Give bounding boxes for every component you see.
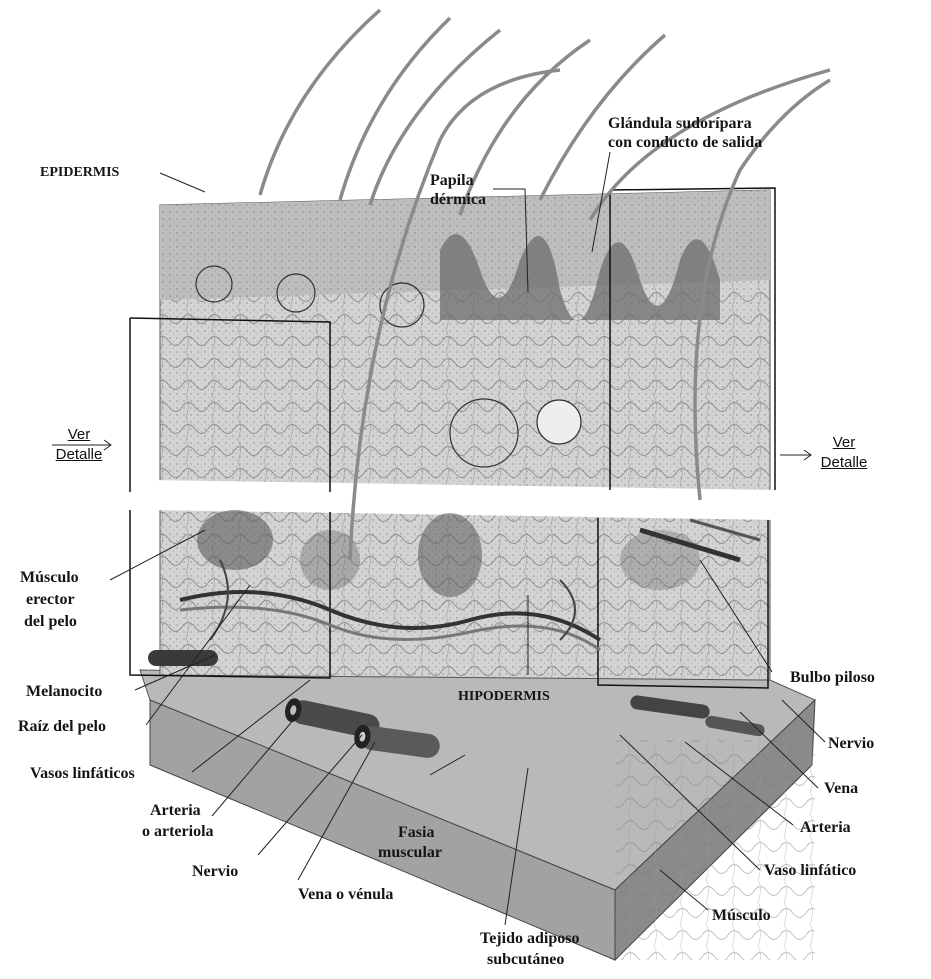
label-papila-line1: Papila	[430, 171, 474, 190]
label-fasia-line1: Fasia	[398, 823, 434, 842]
ver-detalle-right-line1[interactable]: Ver	[816, 434, 872, 452]
label-arteria-arteriola-line1: Arteria	[150, 801, 201, 820]
label-glandula-line2: con conducto de salida	[608, 133, 762, 152]
label-tejido-line2: subcutáneo	[487, 950, 564, 969]
ver-detalle-left-line1[interactable]: Ver	[52, 426, 106, 444]
skin-block	[130, 188, 780, 759]
label-arteria-arteriola-line2: o arteriola	[142, 822, 214, 841]
label-melanocito: Melanocito	[26, 682, 102, 701]
label-vasos-linfaticos: Vasos linfáticos	[30, 764, 135, 783]
label-vena: Vena	[824, 779, 858, 798]
label-nervio-left: Nervio	[192, 862, 238, 881]
label-tejido-line1: Tejido adiposo	[480, 929, 579, 948]
label-musculo-erector-line2: erector	[26, 590, 75, 609]
label-vena-venula: Vena o vénula	[298, 885, 393, 904]
label-nervio-right: Nervio	[828, 734, 874, 753]
label-raiz-pelo: Raíz del pelo	[18, 717, 106, 736]
label-bulbo-piloso: Bulbo piloso	[790, 668, 875, 687]
label-musculo-erector-line3: del pelo	[24, 612, 77, 631]
ver-detalle-left-line2[interactable]: Detalle	[52, 446, 106, 464]
label-vaso-linfatico: Vaso linfático	[764, 861, 856, 880]
ver-detalle-right-line2[interactable]: Detalle	[816, 454, 872, 472]
label-fasia-line2: muscular	[378, 843, 442, 862]
label-musculo-erector-line1: Músculo	[20, 568, 79, 587]
label-musculo: Músculo	[712, 906, 771, 925]
label-hipodermis: HIPODERMIS	[458, 688, 550, 705]
label-glandula-line1: Glándula sudorípara	[608, 114, 752, 133]
label-arteria: Arteria	[800, 818, 851, 837]
label-papila-line2: dérmica	[430, 190, 486, 209]
label-epidermis: EPIDERMIS	[40, 164, 119, 181]
